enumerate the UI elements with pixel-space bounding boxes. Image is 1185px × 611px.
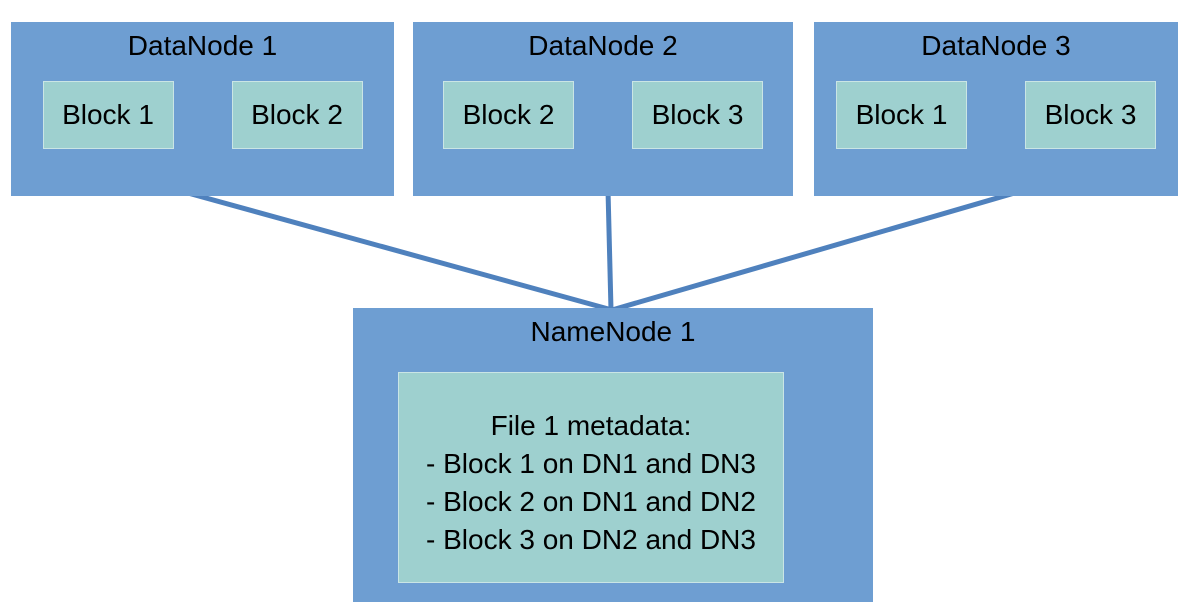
metadata-entry-block3: - Block 3 on DN2 and DN3 (426, 524, 756, 555)
datanode-2-block-2: Block 2 (443, 81, 574, 149)
datanode-3-block-1: Block 1 (836, 81, 967, 149)
datanode-2-blocks: Block 2 Block 3 (413, 81, 793, 149)
datanode-2-box: DataNode 2 Block 2 Block 3 (413, 22, 793, 196)
metadata-entry-block1: - Block 1 on DN1 and DN3 (426, 448, 756, 479)
datanode-3-box: DataNode 3 Block 1 Block 3 (814, 22, 1178, 196)
datanode-1-title: DataNode 1 (127, 30, 278, 61)
connector-datanode2-to-namenode (605, 189, 614, 311)
datanode-3-blocks: Block 1 Block 3 (814, 81, 1178, 149)
connector-datanode3-to-namenode (611, 189, 1019, 313)
metadata-entry-block2: - Block 2 on DN1 and DN2 (426, 486, 756, 517)
datanode-2-block-3: Block 3 (632, 81, 763, 149)
datanode-1-block-1: Block 1 (42, 81, 174, 149)
namenode-title: NameNode 1 (530, 316, 696, 347)
datanode-1-blocks: Block 1 Block 2 (11, 81, 394, 149)
namenode-box: NameNode 1 File 1 metadata: - Block 1 on… (353, 308, 873, 602)
datanode-3-block-3: Block 3 (1025, 81, 1156, 149)
datanode-1-block-2: Block 2 (231, 81, 363, 149)
datanode-1-box: DataNode 1 Block 1 Block 2 (11, 22, 394, 196)
file-metadata-panel: File 1 metadata: - Block 1 on DN1 and DN… (398, 372, 784, 583)
metadata-heading: File 1 metadata: (490, 410, 692, 441)
connector-datanode1-to-namenode (176, 187, 613, 313)
datanode-2-title: DataNode 2 (528, 30, 678, 61)
datanode-3-title: DataNode 3 (921, 30, 1071, 61)
